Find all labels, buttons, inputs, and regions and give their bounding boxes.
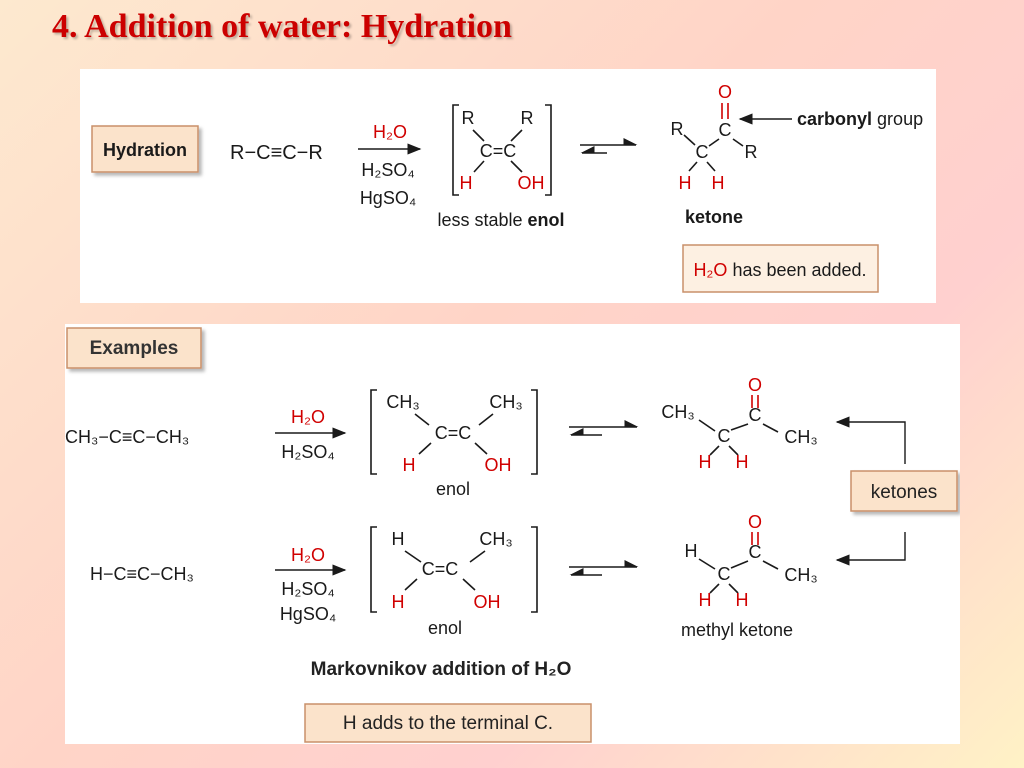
row2-enol: H CH₃ C=C H OH enol [370, 526, 538, 638]
enol-structure: R R C=C H OH less stable enol [437, 104, 565, 230]
reagent-water: H₂O [373, 122, 407, 142]
row1-ketone: O C CH₃ C CH₃ H H [661, 375, 817, 472]
row2-enol-h: H [392, 592, 405, 612]
terminal-c-note: H adds to the terminal C. [304, 703, 592, 743]
hydration-label-box: Hydration [91, 125, 199, 173]
enol-h: H [460, 173, 473, 193]
row2-alkyne: H−C≡C−CH₃ [90, 564, 194, 584]
enol-r-left: R [462, 108, 475, 128]
water-added-text: H₂O has been added. [693, 260, 866, 280]
examples-diagram: Examples CH₃−C≡C−CH₃ H₂O H₂SO₄ CH₃ CH₃ C… [65, 327, 958, 743]
row1-enol-top-left: CH₃ [386, 392, 419, 412]
row2-reagent-acid: H₂SO₄ [281, 579, 334, 599]
markovnikov-caption: Markovnikov addition of H₂O [311, 659, 572, 680]
row2-enol-top-left: H [392, 529, 405, 549]
ketone-c-alpha: C [696, 142, 709, 162]
enol-oh: OH [518, 173, 545, 193]
row2-ketone-left: H [685, 541, 698, 561]
row2-equilibrium-arrows [569, 560, 639, 576]
example-row-2: H−C≡C−CH₃ H₂O H₂SO₄ HgSO₄ H CH₃ C=C H OH… [90, 512, 818, 640]
row1-ketone-left: CH₃ [661, 402, 694, 422]
reagent-acid: H₂SO₄ [361, 160, 414, 180]
ketone-r-left: R [671, 119, 684, 139]
row1-reagent-water: H₂O [291, 407, 325, 427]
enol-caption: less stable enol [437, 210, 564, 230]
bracket-right [545, 104, 552, 196]
row1-ketone-right: CH₃ [784, 427, 817, 447]
ketone-h1: H [679, 173, 692, 193]
ketones-bracket: ketones [835, 416, 958, 566]
water-added-note: H₂O has been added. [682, 244, 879, 293]
row1-enol-caption: enol [436, 479, 470, 499]
row2-ketone-h2: H [736, 590, 749, 610]
row2-reagent-water: H₂O [291, 545, 325, 565]
row1-alkyne: CH₃−C≡C−CH₃ [65, 427, 189, 447]
row1-ketone-c-carbonyl: C [749, 405, 762, 425]
examples-panel: Examples CH₃−C≡C−CH₃ H₂O H₂SO₄ CH₃ CH₃ C… [65, 324, 960, 744]
row2-enol-caption: enol [428, 618, 462, 638]
row1-equilibrium-arrows [569, 420, 639, 436]
carbonyl-pointer: carbonyl group [738, 109, 923, 129]
row2-enol-top-right: CH₃ [479, 529, 512, 549]
slide-title: 4. Addition of water: Hydration [52, 8, 512, 45]
ketone-caption: ketone [685, 207, 743, 227]
row1-ketone-h2: H [736, 452, 749, 472]
row2-enol-core: C=C [422, 559, 459, 579]
row2-ketone-c-alpha: C [718, 564, 731, 584]
row2-ketone-caption: methyl ketone [681, 620, 793, 640]
equilibrium-arrows [580, 138, 638, 154]
row1-ketone-h1: H [699, 452, 712, 472]
hydration-label: Hydration [103, 140, 187, 160]
row1-enol-core: C=C [435, 423, 472, 443]
row2-ketone-o: O [748, 512, 762, 532]
example-row-1: CH₃−C≡C−CH₃ H₂O H₂SO₄ CH₃ CH₃ C=C H OH e… [65, 375, 818, 499]
enol-core: C=C [480, 141, 517, 161]
alkyne-formula: R−C≡C−R [230, 142, 323, 164]
terminal-c-note-text: H adds to the terminal C. [343, 713, 553, 734]
row1-enol-oh: OH [485, 455, 512, 475]
row1-enol-top-right: CH₃ [489, 392, 522, 412]
row1-ketone-o: O [748, 375, 762, 395]
examples-label-box: Examples [66, 327, 202, 369]
reagent-catalyst: HgSO₄ [360, 188, 416, 208]
row1-enol-h: H [403, 455, 416, 475]
examples-label: Examples [90, 338, 179, 359]
reagents: H₂O H₂SO₄ HgSO₄ [358, 122, 422, 208]
ketone-c-carbonyl: C [719, 120, 732, 140]
row2-ketone-right: CH₃ [784, 565, 817, 585]
carbonyl-group-label: carbonyl group [797, 109, 923, 129]
hydration-panel: Hydration R−C≡C−R H₂O H₂SO₄ HgSO₄ R R C=… [80, 69, 936, 303]
row2-ketone-h1: H [699, 590, 712, 610]
row1-enol: CH₃ CH₃ C=C H OH enol [370, 389, 538, 499]
row2-ketone-c-carbonyl: C [749, 542, 762, 562]
row2-ketone: O C H C CH₃ H H methyl ketone [681, 512, 818, 640]
hydration-diagram: Hydration R−C≡C−R H₂O H₂SO₄ HgSO₄ R R C=… [91, 82, 923, 293]
ketone-r-right: R [745, 142, 758, 162]
ketones-label: ketones [871, 482, 938, 503]
ketone-h2: H [712, 173, 725, 193]
row2-reagent-catalyst: HgSO₄ [280, 604, 336, 624]
row1-ketone-c-alpha: C [718, 426, 731, 446]
ketone-structure: O C R C R H H ketone [671, 82, 758, 227]
ketone-o: O [718, 82, 732, 102]
enol-r-right: R [521, 108, 534, 128]
bracket-left [452, 104, 459, 196]
row1-reagent-acid: H₂SO₄ [281, 442, 334, 462]
row2-enol-oh: OH [474, 592, 501, 612]
